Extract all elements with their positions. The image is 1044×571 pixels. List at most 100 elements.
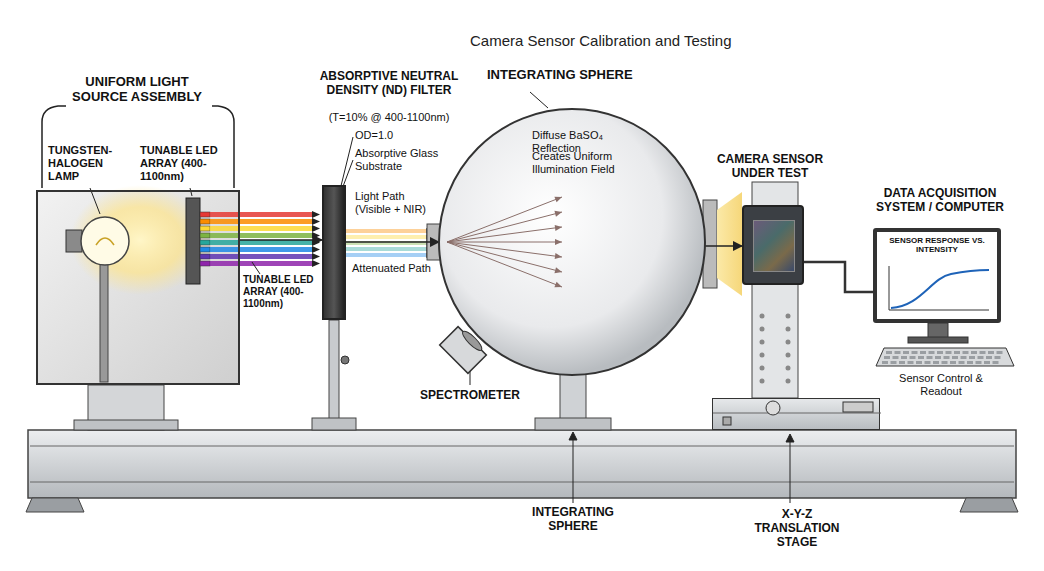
computer — [912, 351, 918, 354]
section-heading: INTEGRATING SPHERE — [487, 67, 657, 82]
translation-stage: X-Y-Z TRANSLATION STAGE — [712, 398, 880, 430]
led-beams — [312, 246, 320, 253]
optical-rail — [26, 430, 1018, 512]
annotation: Absorptive Glass Substrate — [355, 147, 445, 173]
led-beams — [312, 218, 320, 225]
leader-lines — [340, 137, 353, 190]
filter-stand — [312, 418, 356, 430]
computer — [882, 351, 1003, 364]
sphere-stand — [535, 418, 611, 430]
computer — [980, 351, 986, 354]
stage-detail — [723, 417, 731, 425]
sphere-outline — [447, 242, 562, 257]
led-beams — [312, 260, 320, 267]
led-beams — [200, 233, 210, 238]
led-beams — [200, 211, 433, 267]
sphere-outline — [447, 242, 562, 243]
sphere-outline — [439, 109, 705, 375]
camera-post — [760, 353, 765, 358]
optical-rail — [28, 430, 1016, 498]
sphere-outline — [555, 239, 562, 245]
computer — [937, 351, 943, 354]
computer — [986, 356, 992, 359]
sphere-outline — [555, 253, 562, 259]
leader-lines — [90, 92, 794, 503]
computer — [976, 361, 982, 364]
light-source-housing: UNIFORM LIGHT SOURCE ASSEMBLY — [36, 190, 240, 385]
light-source-stand — [36, 185, 240, 430]
led-beams — [210, 219, 312, 224]
section-heading: DATA ACQUISITION SYSTEM / COMPUTER — [865, 186, 1015, 214]
camera-post — [786, 379, 791, 384]
light-source-stand — [186, 198, 200, 284]
computer — [901, 356, 907, 359]
leader-lines — [530, 92, 548, 108]
filter-stand — [329, 320, 339, 420]
sphere-outline — [447, 242, 562, 287]
computer — [910, 356, 916, 359]
computer — [916, 361, 922, 364]
computer — [952, 356, 958, 359]
computer — [995, 356, 1001, 359]
led-beams — [312, 232, 320, 239]
stage-detail — [713, 399, 881, 431]
part-label: INTEGRATING SPHERE — [513, 505, 633, 533]
leader-lines — [252, 262, 260, 274]
led-beams — [346, 235, 426, 239]
computer — [929, 351, 935, 354]
response-curve — [889, 266, 890, 310]
computer — [954, 351, 960, 354]
led-beams — [200, 212, 210, 217]
led-beams — [312, 211, 320, 218]
annotation: Light Path (Visible + NIR) — [355, 190, 433, 216]
computer — [891, 361, 897, 364]
computer — [944, 356, 950, 359]
led-beams — [210, 254, 312, 259]
bracket — [42, 106, 234, 188]
camera-post — [786, 366, 791, 371]
part-label: TUNABLE LED ARRAY (400-1100nm) — [243, 274, 319, 309]
led-beams — [210, 247, 312, 252]
response-curve — [889, 310, 989, 311]
computer — [882, 361, 888, 364]
camera-post — [760, 314, 791, 384]
optical-rail — [30, 482, 1014, 483]
section-heading: CAMERA SENSOR UNDER TEST — [704, 152, 836, 180]
computer — [886, 351, 892, 354]
camera-post — [786, 327, 791, 332]
optical-rail — [960, 498, 1018, 512]
light-cone — [717, 192, 742, 296]
computer — [893, 356, 899, 359]
section-heading: UNIFORM LIGHT SOURCE ASSEMBLY — [62, 74, 212, 105]
led-beams — [312, 225, 320, 232]
led-beams — [346, 229, 426, 233]
section-heading: ABSORPTIVE NEUTRAL DENSITY (ND) FILTER — [304, 69, 474, 97]
led-beams — [346, 253, 426, 257]
computer — [961, 356, 967, 359]
light-source-stand — [66, 230, 82, 252]
computer — [963, 351, 969, 354]
camera-post — [760, 366, 765, 371]
camera-post — [760, 314, 765, 319]
led-beams — [200, 254, 210, 259]
section-heading: X-Y-Z TRANSLATION STAGE — [747, 507, 847, 549]
led-beams — [346, 247, 426, 251]
led-beams — [210, 212, 312, 217]
computer — [988, 351, 994, 354]
camera-post — [760, 340, 765, 345]
leader-lines — [790, 436, 791, 503]
filter-stand — [341, 356, 349, 364]
part-label: SPECTROMETER — [410, 388, 530, 402]
camera-sensor: CAMERA SENSOR UNDER TEST — [742, 205, 804, 285]
filter-stand — [312, 320, 356, 430]
caption-text: Sensor Control & Readout — [881, 372, 1001, 398]
light-source-stand — [70, 185, 210, 295]
computer — [971, 351, 977, 354]
computer — [920, 351, 926, 354]
led-beams — [200, 261, 210, 266]
leader-lines — [786, 434, 794, 442]
computer — [993, 361, 999, 364]
annotation: Creates Uniform Illumination Field — [532, 150, 632, 176]
led-beams — [200, 219, 210, 224]
